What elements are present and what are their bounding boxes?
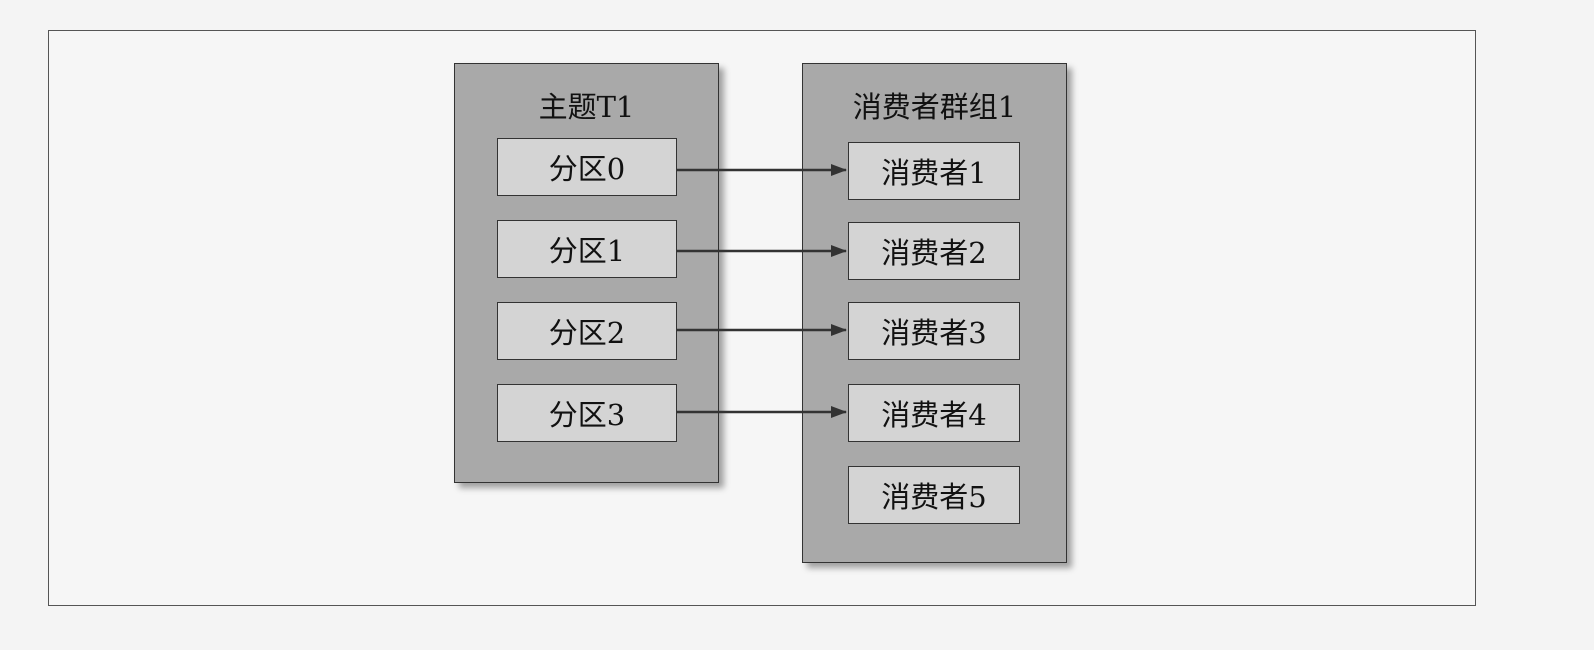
consumer-3: 消费者3 xyxy=(848,302,1020,360)
consumer-2: 消费者2 xyxy=(848,222,1020,280)
topic-title: 主题T1 xyxy=(538,90,635,124)
partition-1: 分区1 xyxy=(497,220,677,278)
consumer-group-title: 消费者群组1 xyxy=(852,90,1017,124)
partition-0: 分区0 xyxy=(497,138,677,196)
consumer-1: 消费者1 xyxy=(848,142,1020,200)
consumer-4: 消费者4 xyxy=(848,384,1020,442)
consumer-5: 消费者5 xyxy=(848,466,1020,524)
figure-frame xyxy=(48,30,1476,606)
partition-2: 分区2 xyxy=(497,302,677,360)
partition-3: 分区3 xyxy=(497,384,677,442)
